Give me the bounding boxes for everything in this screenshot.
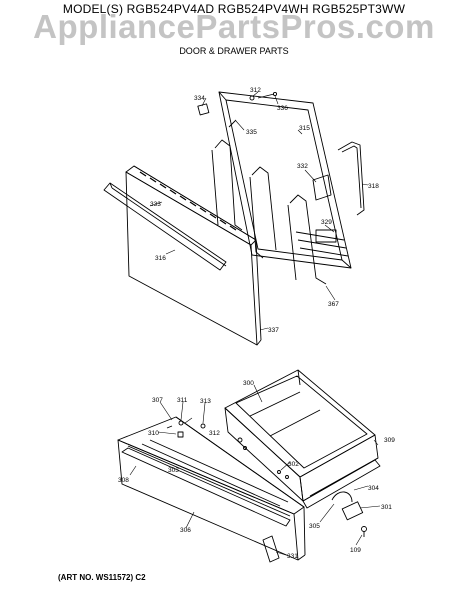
callout-367: 367 (328, 301, 339, 308)
callout-309: 309 (384, 437, 395, 444)
callout-337: 337 (268, 327, 279, 334)
callout-329: 329 (321, 219, 332, 226)
callout-310: 310 (148, 430, 159, 437)
drawer-trim (121, 425, 291, 527)
retainer-clip (197, 103, 210, 116)
callout-333: 333 (150, 201, 161, 208)
callout-306: 306 (180, 527, 191, 534)
drawer-rear-bracket (262, 535, 280, 563)
callout-302: 302 (288, 461, 299, 468)
drawer-glide (331, 491, 367, 537)
section-title: DOOR & DRAWER PARTS (179, 46, 289, 56)
callout-305: 305 (309, 523, 320, 530)
outer-door-panel (125, 165, 262, 346)
top-screws (249, 91, 278, 101)
callout-332: 332 (297, 163, 308, 170)
callout-336: 336 (277, 105, 288, 112)
door-handle (103, 182, 227, 271)
callout-313: 313 (200, 398, 211, 405)
leader-lines (129, 91, 381, 556)
callout-304: 304 (368, 485, 379, 492)
callout-331: 331 (287, 553, 298, 560)
callout-312-drawer: 312 (209, 430, 220, 437)
callout-318: 318 (368, 183, 379, 190)
callout-303: 303 (168, 467, 179, 474)
callout-300: 300 (243, 380, 254, 387)
callout-311: 311 (177, 397, 188, 404)
drawer-body (224, 369, 381, 509)
callout-335: 335 (246, 129, 257, 136)
callout-334: 334 (194, 95, 205, 102)
callout-301: 301 (381, 504, 392, 511)
model-numbers: MODEL(S) RGB524PV4AD RGB524PV4WH RGB525P… (62, 2, 406, 16)
callout-315: 315 (299, 125, 310, 132)
callout-labels: 334 312 336 335 315 332 318 333 329 316 … (118, 87, 395, 560)
watermark: AppliancePartsPros.com (33, 8, 435, 45)
callout-316: 316 (155, 255, 166, 262)
drawer-front-panel (117, 416, 306, 561)
hinge-bracket (312, 174, 332, 201)
callout-308: 308 (118, 477, 129, 484)
callout-312: 312 (250, 87, 261, 94)
door-gasket (337, 141, 365, 216)
door-inner-frame (218, 91, 352, 269)
callout-109: 109 (350, 547, 361, 554)
door-hinges (211, 119, 327, 285)
art-number: (ART NO. WS11572) C2 (58, 573, 146, 582)
drawer-hardware (177, 420, 289, 479)
callout-307: 307 (152, 397, 163, 404)
